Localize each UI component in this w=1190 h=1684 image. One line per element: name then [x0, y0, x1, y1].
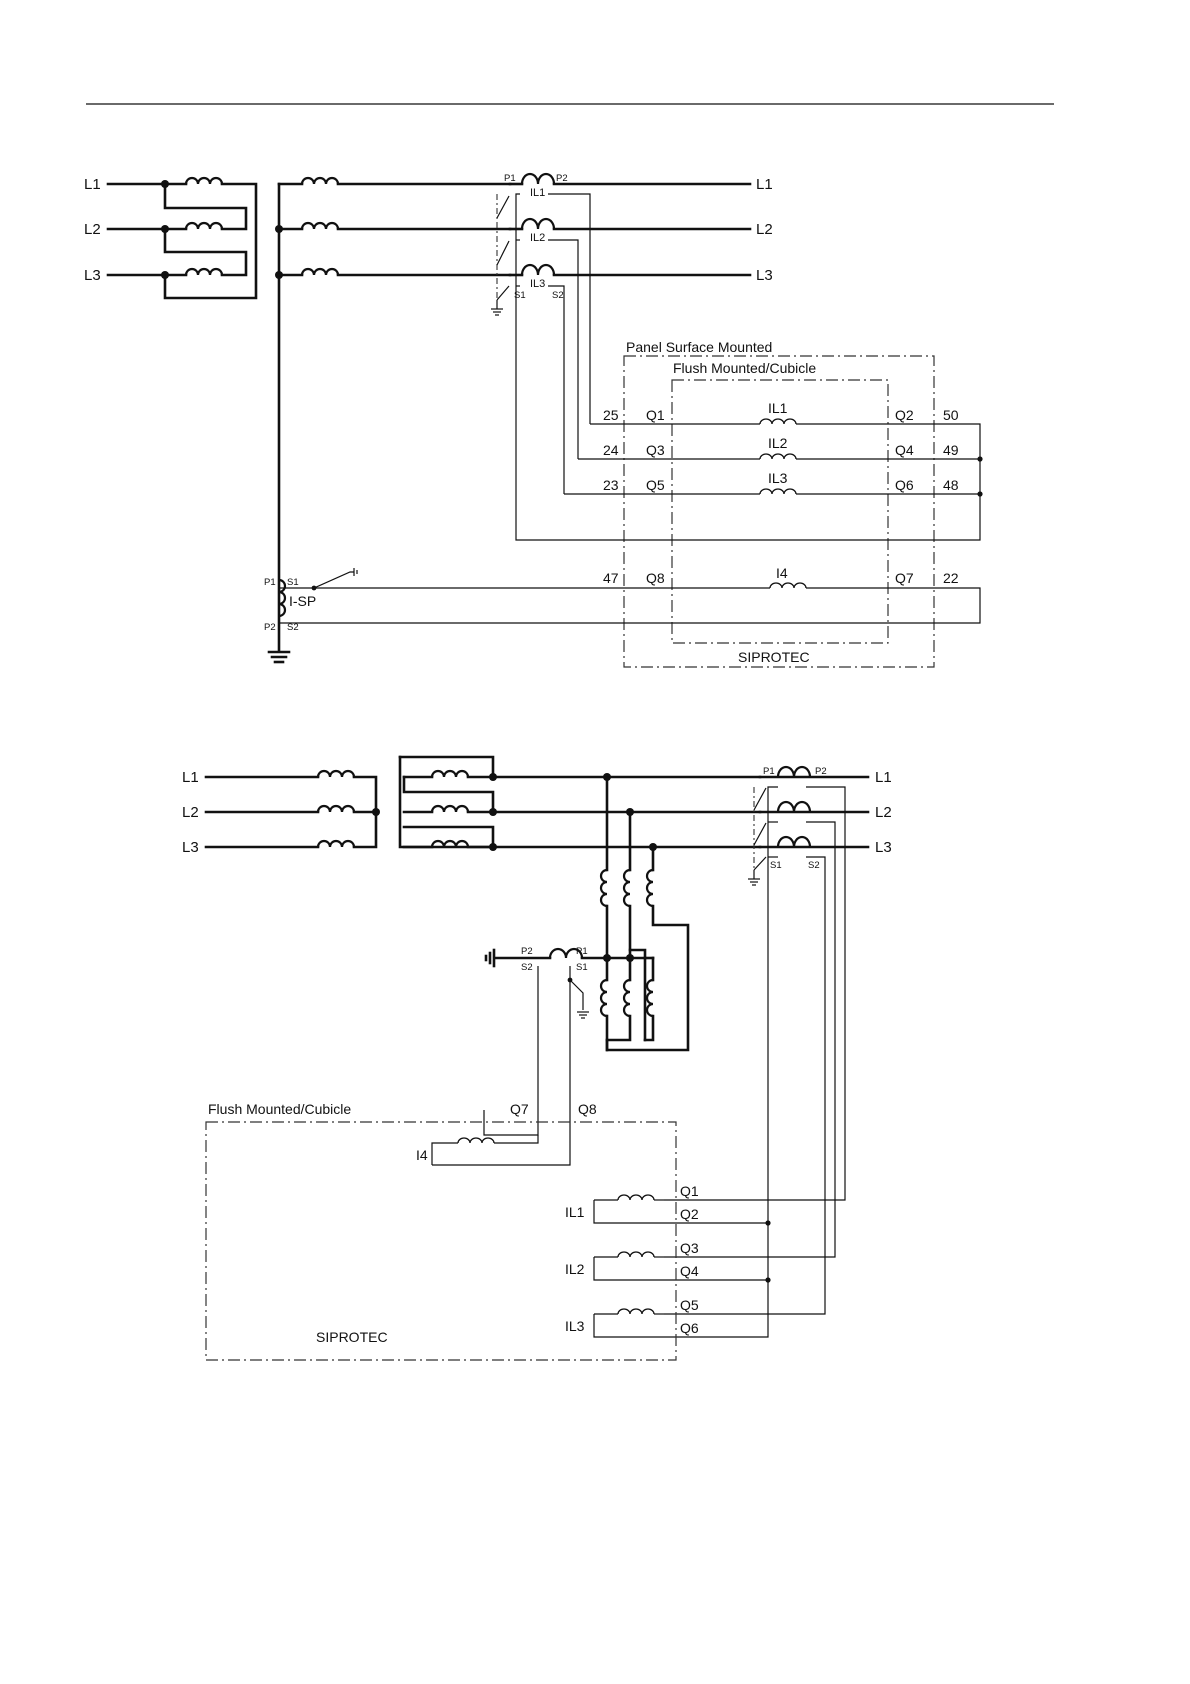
- d2-flush-mounted-box: [206, 1122, 676, 1360]
- isp-p2-label: P2: [264, 622, 276, 633]
- d2-phase-label-l2-right: L2: [875, 804, 892, 821]
- diagram-2: L1 L2 L3: [182, 757, 892, 1360]
- phase-label-l2-right: L2: [756, 221, 773, 238]
- terminal-q8: Q8: [646, 570, 665, 586]
- d2-phase-label-l3-right: L3: [875, 839, 892, 856]
- d2-input-label-il3: IL3: [565, 1318, 585, 1334]
- input-label-il1: IL1: [768, 400, 788, 416]
- flush-mounted-label: Flush Mounted/Cubicle: [673, 360, 816, 376]
- source-transformer-secondary: [108, 178, 256, 298]
- terminal-q5: Q5: [646, 477, 665, 493]
- terminal-23: 23: [603, 477, 619, 493]
- ct3-s2-label: S2: [552, 290, 564, 301]
- diagram-1: L1 L2 L3: [84, 173, 983, 667]
- d2-terminal-q5: Q5: [680, 1297, 699, 1313]
- terminal-q1: Q1: [646, 407, 665, 423]
- d2-input-label-il2: IL2: [565, 1261, 585, 1277]
- isp-label: I-SP: [289, 593, 316, 609]
- ct-label-il2: IL2: [530, 232, 545, 244]
- ct1-p1-label: P1: [504, 173, 516, 184]
- isp-p1-label: P1: [264, 577, 276, 588]
- d2-terminal-q2: Q2: [680, 1206, 699, 1222]
- d2-terminal-q8: Q8: [578, 1101, 597, 1117]
- d2-phase-label-l3-left: L3: [182, 839, 199, 856]
- isp-s2-label: S2: [287, 622, 299, 633]
- terminal-47: 47: [603, 570, 619, 586]
- phase-label-l3-left: L3: [84, 267, 101, 284]
- d2-siprotec-label: SIPROTEC: [316, 1329, 388, 1345]
- core-ct-p2-label: P2: [521, 946, 533, 957]
- terminal-q6: Q6: [895, 477, 914, 493]
- core-ct-s2-label: S2: [521, 962, 533, 973]
- terminal-50: 50: [943, 407, 959, 423]
- d2-ct-s1-label: S1: [770, 860, 782, 871]
- d2-terminal-q4: Q4: [680, 1263, 699, 1279]
- terminal-q2: Q2: [895, 407, 914, 423]
- line-current-transformers: P1 P2 IL1 IL2 IL3 S1 S2: [491, 173, 750, 537]
- panel-surface-label: Panel Surface Mounted: [626, 339, 772, 355]
- phase-label-l3-right: L3: [756, 267, 773, 284]
- d2-terminal-q1: Q1: [680, 1183, 699, 1199]
- d2-terminal-q7: Q7: [510, 1101, 529, 1117]
- terminal-22: 22: [943, 570, 959, 586]
- d2-ct-p1-label: P1: [763, 766, 775, 777]
- d2-ct-s2-label: S2: [808, 860, 820, 871]
- d2-flush-mounted-label: Flush Mounted/Cubicle: [208, 1101, 351, 1117]
- d2-source: [206, 771, 380, 847]
- measuring-inputs-1: 25 Q1 IL1 Q2 50 24 Q3 IL2 Q4 49 23 Q5 IL…: [279, 400, 983, 623]
- d2-delta-block: [400, 757, 760, 851]
- terminal-49: 49: [943, 442, 959, 458]
- d2-phase-label-l2-left: L2: [182, 804, 199, 821]
- d2-i4-label: I4: [416, 1147, 428, 1163]
- d2-terminal-q6: Q6: [680, 1320, 699, 1336]
- terminal-q3: Q3: [646, 442, 665, 458]
- isp-s1-label: S1: [287, 577, 299, 588]
- d2-input-label-il1: IL1: [565, 1204, 585, 1220]
- d2-vt-taps: [601, 773, 688, 1050]
- ct1-p2-label: P2: [556, 173, 568, 184]
- d2-phase-label-l1-right: L1: [875, 769, 892, 786]
- terminal-24: 24: [603, 442, 619, 458]
- star-point-bus: [269, 178, 510, 662]
- d2-ct-p2-label: P2: [815, 766, 827, 777]
- d2-phase-label-l1-left: L1: [182, 769, 199, 786]
- ct-label-il1: IL1: [530, 187, 545, 199]
- core-ct-s1-label: S1: [576, 962, 588, 973]
- terminal-q7: Q7: [895, 570, 914, 586]
- phase-label-l2-left: L2: [84, 221, 101, 238]
- d2-terminal-q3: Q3: [680, 1240, 699, 1256]
- terminal-25: 25: [603, 407, 619, 423]
- core-ct-p1-label: P1: [576, 946, 588, 957]
- terminal-q4: Q4: [895, 442, 914, 458]
- phase-label-l1-right: L1: [756, 176, 773, 193]
- d2-core-balance-ct: P2 P1 S2 S1: [432, 946, 607, 1165]
- siprotec-label-1: SIPROTEC: [738, 649, 810, 665]
- input-label-il3: IL3: [768, 470, 788, 486]
- input-label-i4: I4: [776, 565, 788, 581]
- phase-label-l1-left: L1: [84, 176, 101, 193]
- ct-label-il3: IL3: [530, 278, 545, 290]
- terminal-48: 48: [943, 477, 959, 493]
- input-label-il2: IL2: [768, 435, 788, 451]
